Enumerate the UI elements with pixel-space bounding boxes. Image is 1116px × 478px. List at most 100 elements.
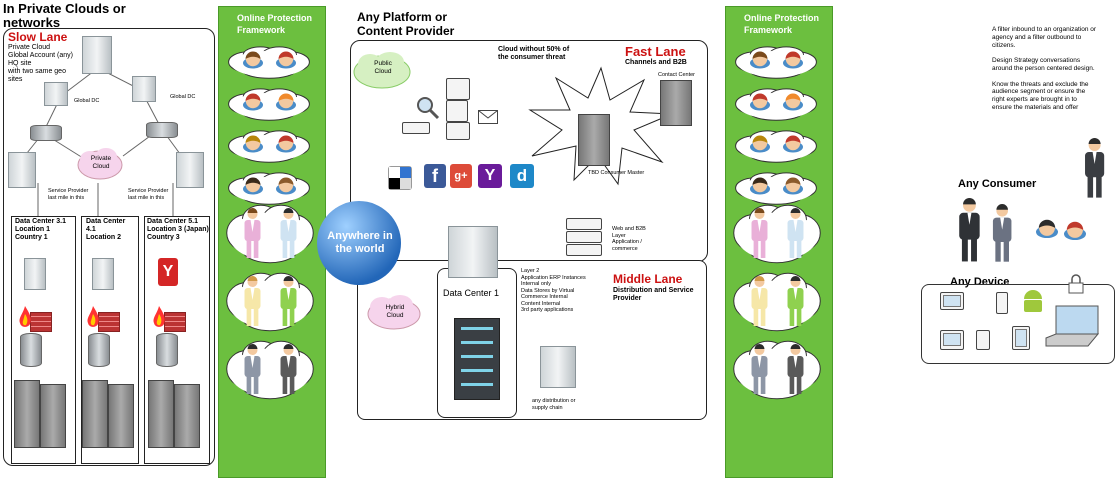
consumer-face-icon-left [276,93,296,111]
consumer-face-icon-right [783,51,803,69]
web-layer-server-icon [566,244,602,256]
consumer-child-icon [1036,219,1058,239]
consumer-face-icon-left [276,51,296,69]
fast-lane-label: Fast Lane [625,44,686,59]
hybrid-cloud-icon [367,295,421,330]
consumer-man-icon [1085,138,1105,198]
consumer-master-server-icon [578,114,610,166]
person-figure-icon-left [280,344,297,394]
cloud-note: Cloud without 50% of the consumer threat [498,46,570,61]
person-cloud-left [226,204,314,264]
globe-icon [317,201,401,285]
data-center-label-3: Data Center 5.1 Location 3 (Japan) Count… [147,218,209,241]
private-cloud-label: Private Cloud [90,155,112,170]
public-cloud-icon [353,52,411,89]
global-dc-label-1: Global DC [74,98,100,104]
distribution-label: any distribution or supply chain [532,398,576,411]
router-icon [30,125,62,141]
global-dc-label-2: Global DC [170,94,196,100]
web-layer-server-icon [566,231,602,243]
server-rack-icon [148,380,174,448]
slow-lane-desc: Private Cloud Global Account (any) HQ si… [8,44,73,83]
slow-lane-label: Slow Lane [8,30,68,44]
android-icon [1024,290,1042,312]
monitor-icon [940,292,964,310]
service-provider-note-right: Service Provider last mile in this [128,188,169,201]
google-plus-icon: g+ [450,164,472,188]
distribution-building-icon [540,346,576,388]
database-icon [156,333,178,367]
person-figure-icon-right [787,208,804,258]
global-dc-building-icon [44,82,68,106]
table-icon [446,122,470,140]
keyboard-icon [402,122,430,134]
framework-title-left: Online Protection Framework [237,13,313,35]
yahoo-building-icon: Y [158,258,178,286]
person-figure-icon-left [244,276,261,326]
hq-building-icon [82,36,112,74]
data-center-1-building-icon [448,226,498,278]
data-center-label-1: Data Center 3.1 Location 1 Country 1 [15,218,66,241]
server-rack-icon [108,384,134,448]
consumer-child-icon [1064,221,1086,241]
fire-icon [153,306,165,327]
person-cloud-right [733,272,821,332]
filter-description: A filter inbound to an organization or a… [992,26,1097,111]
server-rack-icon [174,384,200,448]
contact-center-server-icon [660,80,692,126]
contact-center-label: Contact Center [658,72,695,78]
document-icon [446,78,470,100]
consumer-face-icon-left [243,177,263,195]
web-layer-server-icon [566,218,602,230]
middle-lane-label: Middle Lane [613,272,683,286]
person-figure-icon-right [751,208,768,258]
face-cloud-left [228,46,310,79]
consumer-face-icon-left [243,93,263,111]
framework-title-right: Online Protection Framework [744,13,820,35]
any-consumer-label: Any Consumer [958,178,1037,190]
face-cloud-left [228,88,310,121]
database-icon [88,333,110,367]
person-figure-icon-right [787,276,804,326]
consumer-woman-icon [992,204,1012,262]
face-cloud-right [735,46,817,79]
consumer-face-icon-left [276,177,296,195]
consumer-face-icon-left [243,51,263,69]
person-figure-icon-right [751,344,768,394]
center-title: Any Platform or Content Provider [357,10,455,38]
digg-icon: d [510,164,534,188]
consumer-face-icon-right [750,51,770,69]
fire-icon [87,306,99,327]
service-provider-note-left: Service Provider last mile in this [48,188,89,201]
yahoo-icon: Y [478,164,502,188]
fire-icon [19,306,31,327]
phone-icon [996,292,1008,314]
server-rack-icon [40,384,66,448]
consumer-face-icon-right [750,177,770,195]
rack-server-icon [454,318,500,400]
anywhere-label: Anywhere in the world [327,230,393,255]
person-figure-icon-right [787,344,804,394]
private-cloud-icon [77,148,123,180]
data-center-building-icon [24,258,46,290]
person-figure-icon-left [244,208,261,258]
desktop-icon [940,330,964,350]
person-figure-icon-left [280,208,297,258]
consumer-face-icon-right [783,177,803,195]
laptop-icon [1045,305,1100,347]
email-icon [478,110,498,124]
face-cloud-left [228,130,310,163]
fast-lane-sub: Channels and B2B [625,59,687,66]
consumer-face-icon-right [750,135,770,153]
database-icon [20,333,42,367]
device-bracket [921,284,1115,364]
person-figure-icon-left [244,344,261,394]
middle-lane-panel [357,260,707,420]
smartphone-icon [976,330,990,350]
any-device-label: Any Device [950,276,1010,288]
service-provider-building-icon [8,152,36,188]
data-center-1-label: Data Center 1 [443,288,500,298]
face-cloud-right [735,130,817,163]
consumer-face-icon-left [276,135,296,153]
